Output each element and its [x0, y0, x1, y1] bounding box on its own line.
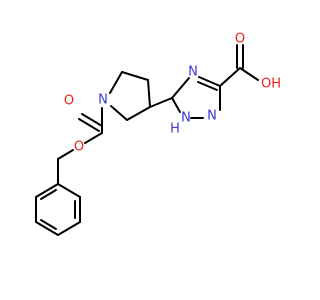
ester-oxygen-label: O: [74, 140, 84, 155]
pyrrolidine-bond-c2-c3: [121, 71, 149, 81]
benzene-bond-1: [57, 183, 81, 198]
pyrrolidine-nitrogen-label: N: [98, 93, 108, 108]
pyrrolidine-bond-n-c2: [109, 71, 123, 94]
acid-oh-bond: [239, 67, 259, 81]
carbamate-oxygen-label: O: [64, 94, 74, 109]
ch2-ester-oxygen-bond: [57, 149, 74, 160]
pyrrolidine-bond-c3-c4: [147, 79, 151, 108]
triazole-bond-c5-n4: [171, 77, 190, 99]
benzene-inner-bond-3: [40, 189, 57, 200]
acid-hydroxyl-label: OH: [261, 77, 281, 92]
triazole-bond-n4-c3-a: [198, 76, 221, 87]
triazole-acid-bond: [219, 67, 241, 87]
pyrrolidine-triazole-bond: [149, 97, 173, 108]
benzene-bond-3: [57, 221, 81, 236]
triazole-bond-c5-n1: [171, 97, 181, 113]
triazole-nh-h-label: H: [170, 122, 180, 137]
carbamate-carbonyl-double-bond-b: [81, 113, 103, 127]
triazole-bond-n4-c3-b: [197, 81, 218, 91]
pyrrolidine-bond-c5-n: [110, 105, 128, 121]
benzene-bond-4: [35, 221, 59, 236]
triazole-nh-n-label: N: [181, 111, 191, 126]
triazole-n4-label: N: [188, 65, 198, 80]
triazole-n2-label: N: [207, 109, 217, 124]
benzene-inner-bond-2: [40, 219, 57, 230]
acid-carbonyl-oxygen-label: O: [235, 32, 245, 47]
carbamate-carbonyl-double-bond-a: [78, 118, 100, 132]
ester-oxygen-carbonyl-bond: [84, 132, 103, 144]
benzene-bond-6: [35, 183, 59, 198]
pyrrolidine-bond-c4-c5: [126, 106, 151, 121]
